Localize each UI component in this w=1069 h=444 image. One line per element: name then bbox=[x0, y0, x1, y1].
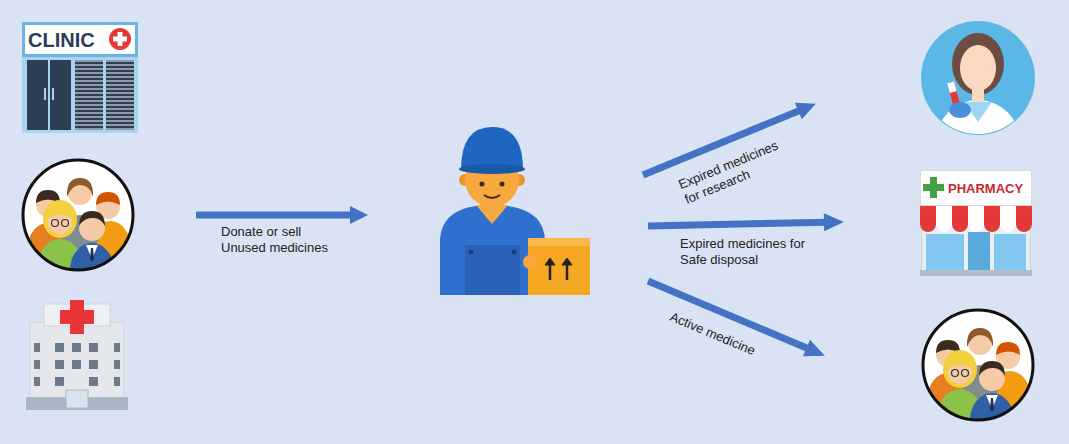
flow-arrows bbox=[196, 206, 368, 224]
flow-arrows bbox=[803, 340, 828, 364]
courier-figure bbox=[459, 164, 525, 174]
courier-figure bbox=[562, 258, 572, 265]
hospital-icon bbox=[89, 343, 98, 352]
clinic-icon bbox=[106, 60, 134, 130]
pharmacy-icon bbox=[923, 184, 944, 191]
researcher-icon bbox=[921, 21, 1035, 135]
hospital-icon bbox=[114, 343, 120, 352]
pharmacy-icon bbox=[1016, 216, 1032, 232]
pharmacy-icon bbox=[921, 171, 1032, 206]
flow-label: Active medicine bbox=[667, 309, 757, 359]
hospital-icon bbox=[55, 360, 64, 369]
illustration bbox=[23, 160, 133, 297]
courier-figure bbox=[476, 205, 508, 224]
courier-figure bbox=[469, 250, 474, 255]
flow-label: Donate or sell Unused medicines bbox=[221, 224, 339, 256]
clinic-icon bbox=[113, 37, 127, 42]
pharmacy-icon bbox=[920, 270, 1032, 276]
pharmacy-icon bbox=[994, 234, 1026, 270]
hospital-icon bbox=[55, 343, 64, 352]
courier-figure bbox=[545, 258, 555, 265]
hospital-icon bbox=[34, 343, 120, 386]
hospital-icon bbox=[34, 377, 40, 386]
researcher-icon bbox=[949, 102, 971, 118]
hospital-icon bbox=[114, 377, 120, 386]
hospital-icon bbox=[30, 322, 124, 408]
flow-arrows bbox=[350, 206, 368, 224]
courier-figure bbox=[512, 250, 517, 255]
hospital-icon bbox=[66, 390, 88, 408]
pharmacy-icon bbox=[968, 216, 984, 232]
flow-label: Expired medicines for research bbox=[676, 134, 795, 207]
hospital-icon bbox=[89, 377, 98, 386]
pharmacy-icon bbox=[920, 171, 1032, 277]
courier-figure bbox=[440, 127, 590, 295]
researcher-icon bbox=[936, 33, 1020, 184]
flow-arrows bbox=[795, 95, 819, 119]
researcher-icon bbox=[972, 88, 984, 102]
hospital-icon bbox=[89, 360, 98, 369]
pharmacy-icon bbox=[920, 216, 936, 232]
courier-figure bbox=[480, 182, 485, 187]
hospital-icon bbox=[72, 343, 81, 352]
illustration bbox=[923, 310, 1033, 444]
pharmacy-icon bbox=[968, 232, 990, 274]
hospital-icon bbox=[34, 343, 40, 352]
pharmacy-icon bbox=[920, 206, 1032, 232]
pharmacy-icon bbox=[952, 216, 968, 232]
pharmacy-sign: PHARMACY bbox=[946, 172, 1030, 204]
clinic-icon bbox=[27, 60, 71, 130]
pharmacy-icon bbox=[936, 216, 952, 232]
hospital-icon bbox=[55, 377, 64, 386]
courier-figure bbox=[461, 127, 523, 170]
clinic-icon bbox=[109, 28, 131, 50]
sign-text: PHARMACY bbox=[948, 181, 1023, 196]
hospital-icon bbox=[26, 300, 128, 410]
hospital-icon bbox=[72, 360, 81, 369]
flow-arrows bbox=[648, 213, 844, 235]
flow-arrows bbox=[824, 213, 844, 231]
flow-arrows bbox=[196, 212, 354, 219]
hospital-icon bbox=[60, 310, 94, 324]
clinic-icon bbox=[52, 88, 54, 100]
pharmacy-icon bbox=[1000, 216, 1016, 232]
researcher-icon bbox=[952, 33, 1004, 95]
hospital-icon bbox=[34, 360, 40, 369]
clinic-icon bbox=[44, 88, 46, 100]
courier-figure bbox=[523, 255, 537, 269]
flow-label: Expired medicines for Safe disposal bbox=[680, 236, 820, 268]
clinic-icon bbox=[22, 56, 138, 133]
courier-figure bbox=[566, 264, 569, 280]
researcher-icon bbox=[921, 21, 1035, 184]
pharmacy-icon bbox=[984, 216, 1000, 232]
flow-arrows bbox=[648, 219, 828, 230]
pharmacy-icon bbox=[926, 234, 964, 270]
courier-figure bbox=[465, 245, 520, 295]
courier-figure bbox=[549, 264, 552, 280]
clinic-icon bbox=[22, 24, 138, 134]
clinic-sign: CLINIC bbox=[26, 25, 110, 55]
clinic-icon bbox=[48, 60, 50, 130]
pharmacy-icon bbox=[922, 226, 1030, 274]
courier-figure bbox=[528, 238, 590, 295]
courier-figure bbox=[484, 195, 500, 198]
sign-text: CLINIC bbox=[28, 29, 95, 52]
hospital-icon bbox=[114, 360, 120, 369]
flow-arrows bbox=[196, 95, 844, 364]
clinic-icon bbox=[75, 60, 103, 130]
clinic-icon bbox=[24, 24, 137, 56]
courier-figure bbox=[545, 258, 572, 280]
researcher-icon bbox=[960, 45, 996, 91]
courier-figure bbox=[500, 182, 505, 187]
flow-arrows bbox=[644, 273, 828, 364]
researcher-icon bbox=[947, 81, 956, 92]
courier-figure bbox=[528, 238, 590, 246]
